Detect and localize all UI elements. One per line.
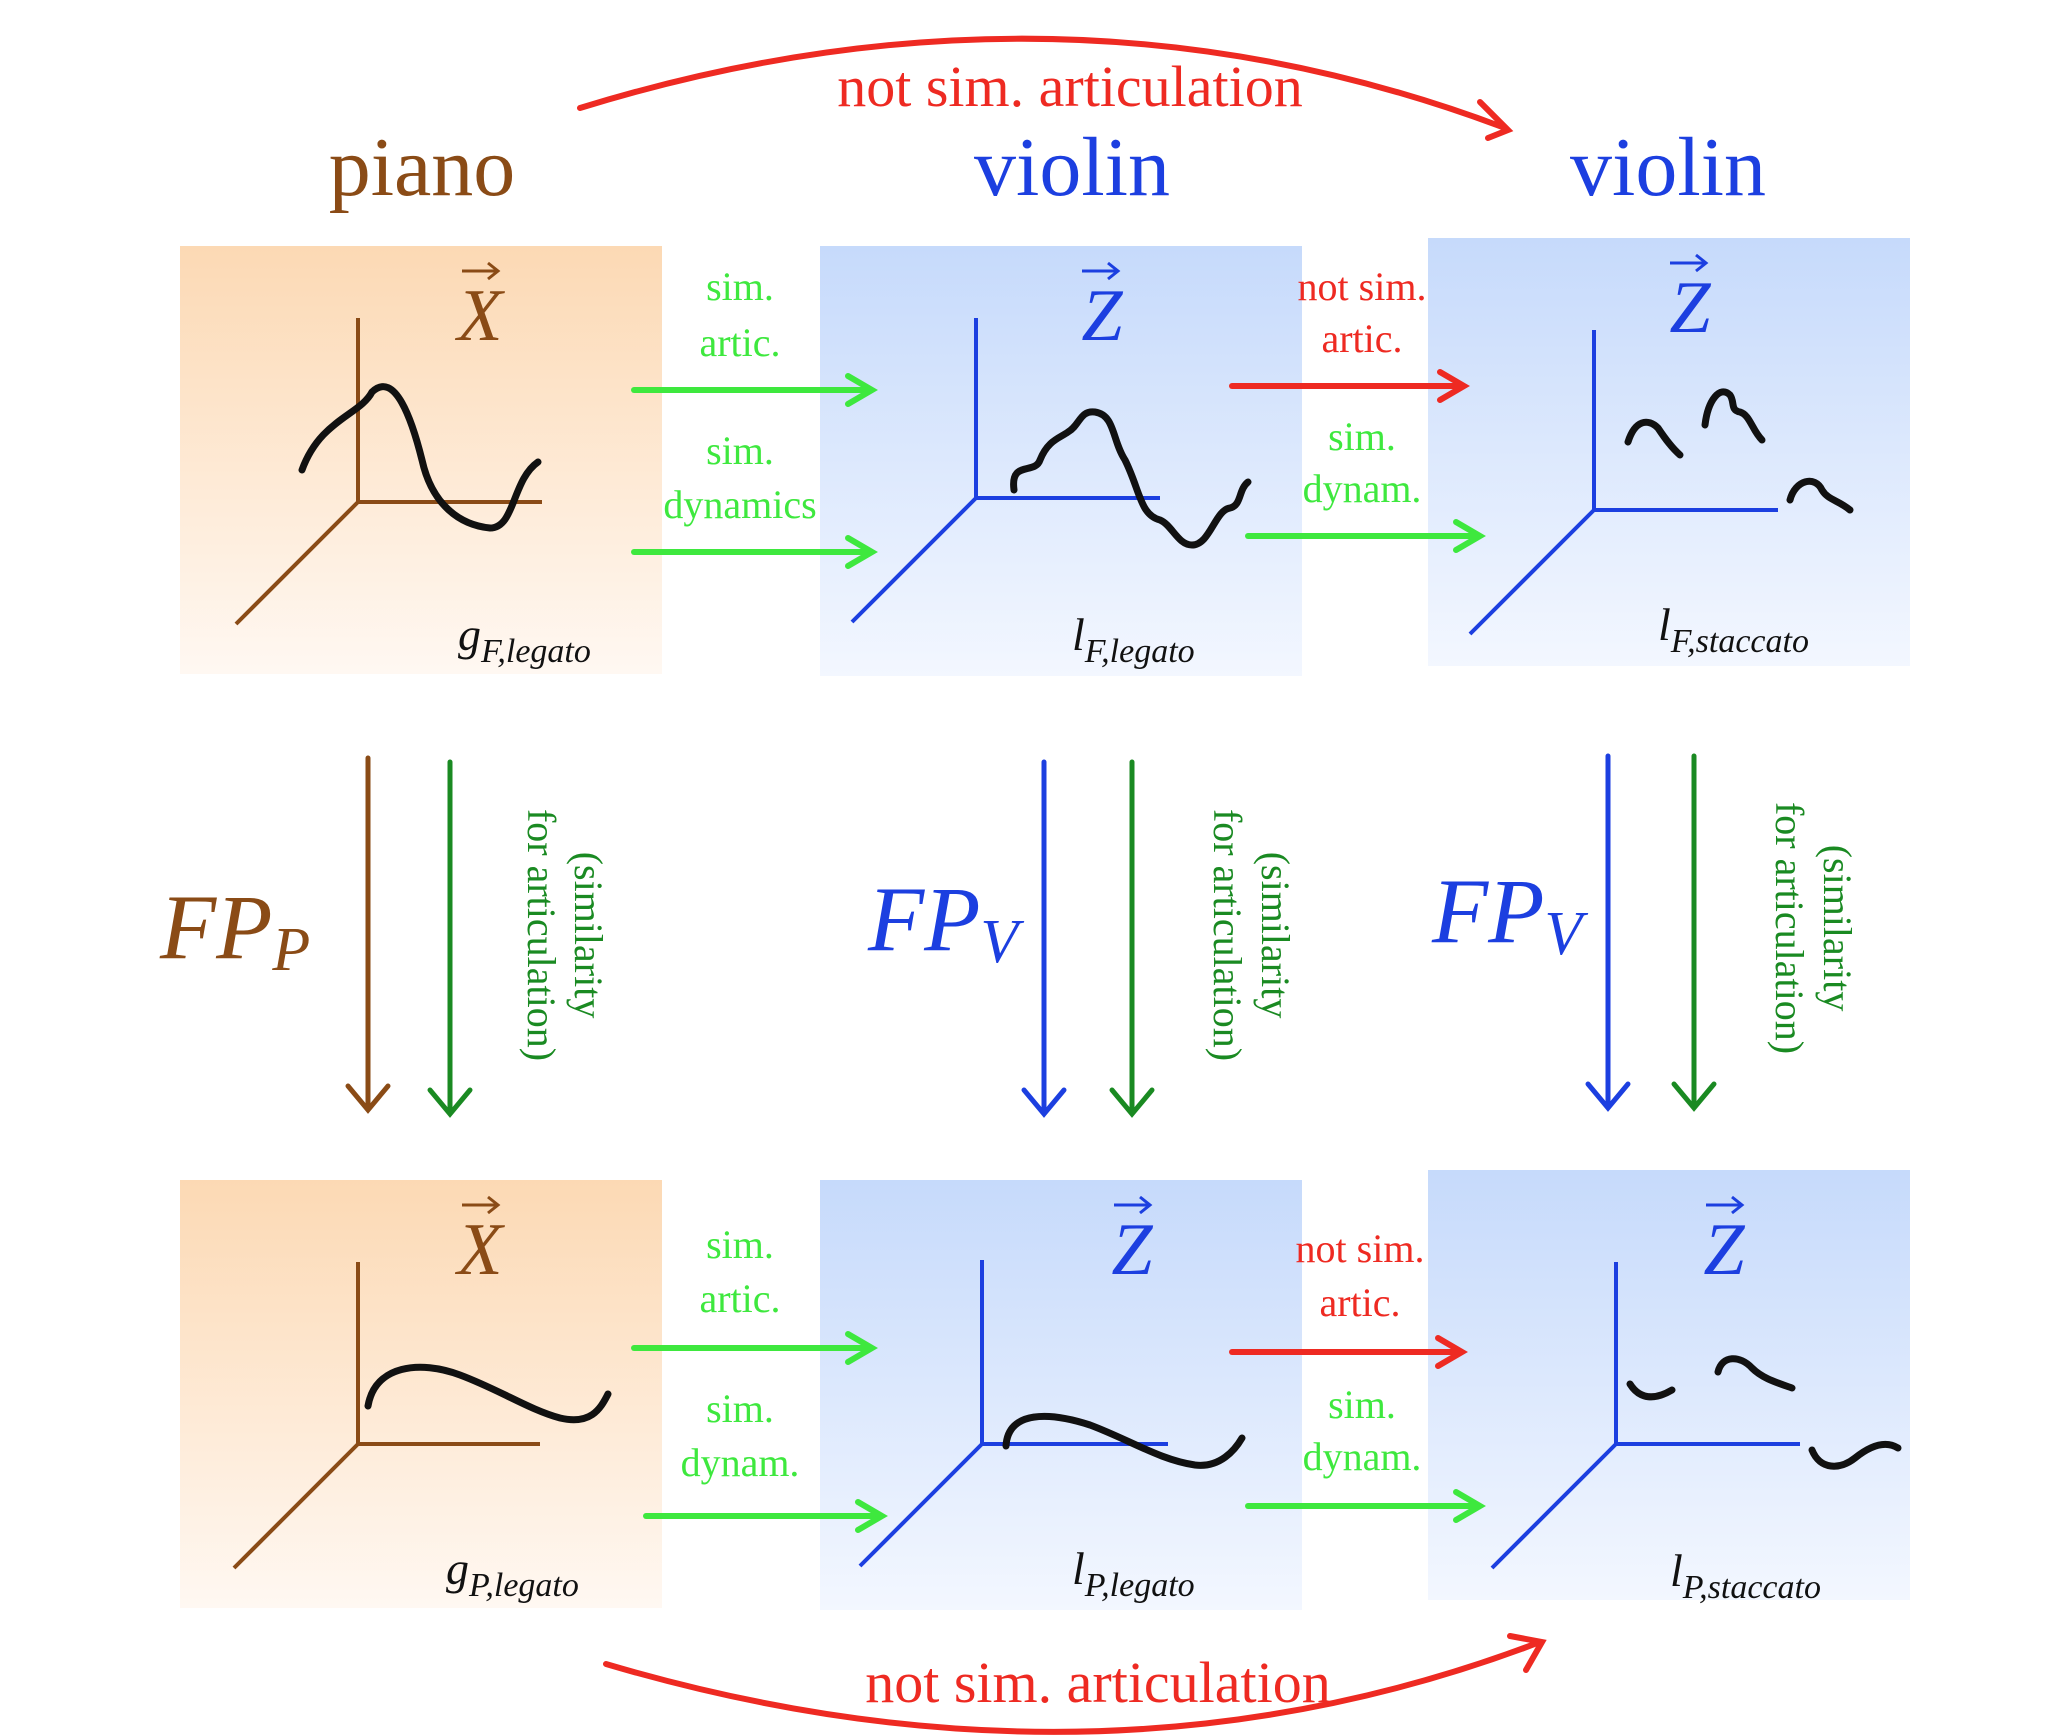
vector-label-r1c1: X (454, 275, 505, 357)
similarity-note-col3-2: for articulation) (1767, 802, 1812, 1054)
vector-arrow-r2c1 (462, 1195, 501, 1215)
function-label-r2c2: lP,legato (1072, 1543, 1195, 1604)
vector-label-r1c3: Z (1669, 267, 1711, 349)
curve-r1c1 (298, 383, 542, 532)
top-arc-label: not sim. articulation (837, 54, 1303, 119)
label-r1-not-sim-2: artic. (1321, 316, 1402, 361)
label-r2-sim-artic-2: artic. (699, 1276, 780, 1321)
similarity-note-col1-2: for articulation) (519, 809, 564, 1061)
label-r2-sim-dyn-2: dynam. (681, 1440, 800, 1485)
label-r2-not-sim-1: not sim. (1296, 1226, 1425, 1271)
axes-r1c2 (850, 318, 1160, 624)
arrow-r2-sim-dynam-b (1245, 1489, 1486, 1523)
curve-r2c3-a (1626, 1380, 1676, 1401)
function-label-r1c2: lF,legato (1072, 609, 1195, 670)
axes-r1c3 (1468, 330, 1778, 636)
curve-r2c2 (1002, 1412, 1246, 1469)
vector-label-r2c1: X (454, 1209, 505, 1291)
function-label-r2c1: gP,legato (446, 1543, 579, 1604)
bottom-arc-label: not sim. articulation (865, 1650, 1331, 1715)
label-r1-sim-artic-1: sim. (706, 264, 774, 309)
label-r1-not-sim-1: not sim. (1298, 264, 1427, 309)
arrow-r2-sim-dynam-a (643, 1499, 888, 1533)
vector-arrow-r1c1 (462, 261, 501, 281)
label-r1-sim-dynam-2: dynam. (1303, 466, 1422, 511)
panel-r2c1 (180, 1180, 662, 1608)
bottom-arc-arrow (603, 1633, 1547, 1735)
curve-r2c1 (364, 1363, 612, 1424)
arrow-r1-not-sim-artic (1229, 369, 1470, 403)
curve-r1c3-c (1786, 477, 1854, 514)
label-r2-sim-dynam-2: dynam. (1303, 1434, 1422, 1479)
arrow-r2-not-sim-artic (1229, 1335, 1468, 1369)
vector-label-r2c3: Z (1703, 1209, 1745, 1291)
similarity-note-col1-1: (similarity (566, 852, 611, 1019)
similarity-note-col2-2: for articulation) (1205, 809, 1250, 1061)
panel-r2c2 (820, 1180, 1302, 1610)
curve-r1c2 (1010, 408, 1252, 549)
arrow-r1-sim-dynam (1245, 519, 1486, 553)
function-label-r2c3: lP,staccato (1670, 1545, 1821, 1606)
vector-arrow-r2c2 (1114, 1195, 1153, 1215)
label-r1-sim-dyn-1: sim. (706, 428, 774, 473)
fp-label-col1: FPP (159, 876, 310, 984)
similarity-arrow-col2 (1109, 759, 1155, 1118)
label-r1-sim-dynam-1: sim. (1328, 414, 1396, 459)
label-r2-sim-artic-1: sim. (706, 1222, 774, 1267)
label-r1-sim-dyn-2: dynamics (663, 482, 816, 527)
curve-r1c3-a (1624, 418, 1684, 459)
axes-r2c1 (232, 1262, 540, 1570)
fp-label-col3: FPV (1431, 860, 1588, 968)
top-arc-arrow (577, 35, 1514, 141)
arrow-r1-sim-artic (631, 373, 878, 407)
axes-r2c3 (1490, 1262, 1800, 1570)
vector-arrow-r1c2 (1082, 261, 1121, 281)
header-violin-1: violin (974, 121, 1170, 214)
panel-r1c2 (820, 246, 1302, 676)
curve-r1c3-b (1701, 388, 1766, 444)
header-piano: piano (329, 121, 516, 214)
similarity-arrow-col3 (1671, 753, 1717, 1112)
label-r2-sim-dyn-1: sim. (706, 1386, 774, 1431)
fp-arrow-col1 (345, 755, 391, 1114)
fp-arrow-col3 (1585, 753, 1631, 1112)
label-r2-sim-dynam-1: sim. (1328, 1382, 1396, 1427)
arrow-r2-sim-artic (631, 1331, 878, 1365)
vector-label-r1c2: Z (1081, 275, 1123, 357)
vector-arrow-r2c3 (1706, 1195, 1745, 1215)
similarity-note-col2-1: (similarity (1253, 852, 1298, 1019)
header-violin-2: violin (1570, 121, 1766, 214)
fp-arrow-col2 (1021, 759, 1067, 1118)
similarity-note-col3-1: (similarity (1815, 845, 1860, 1012)
vector-arrow-r1c3 (1670, 253, 1709, 273)
vector-label-r2c2: Z (1111, 1209, 1153, 1291)
panel-r2c3 (1428, 1170, 1910, 1600)
function-label-r1c3: lF,staccato (1658, 599, 1809, 660)
arrow-r1-sim-dynamics (631, 535, 878, 569)
label-r1-sim-artic-2: artic. (699, 320, 780, 365)
label-r2-not-sim-2: artic. (1319, 1280, 1400, 1325)
curve-r2c3-b (1714, 1355, 1796, 1392)
fp-label-col2: FPV (867, 868, 1024, 976)
function-label-r1c1: gF,legato (458, 609, 591, 670)
similarity-arrow-col1 (427, 759, 473, 1118)
curve-r2c3-c (1808, 1440, 1902, 1470)
